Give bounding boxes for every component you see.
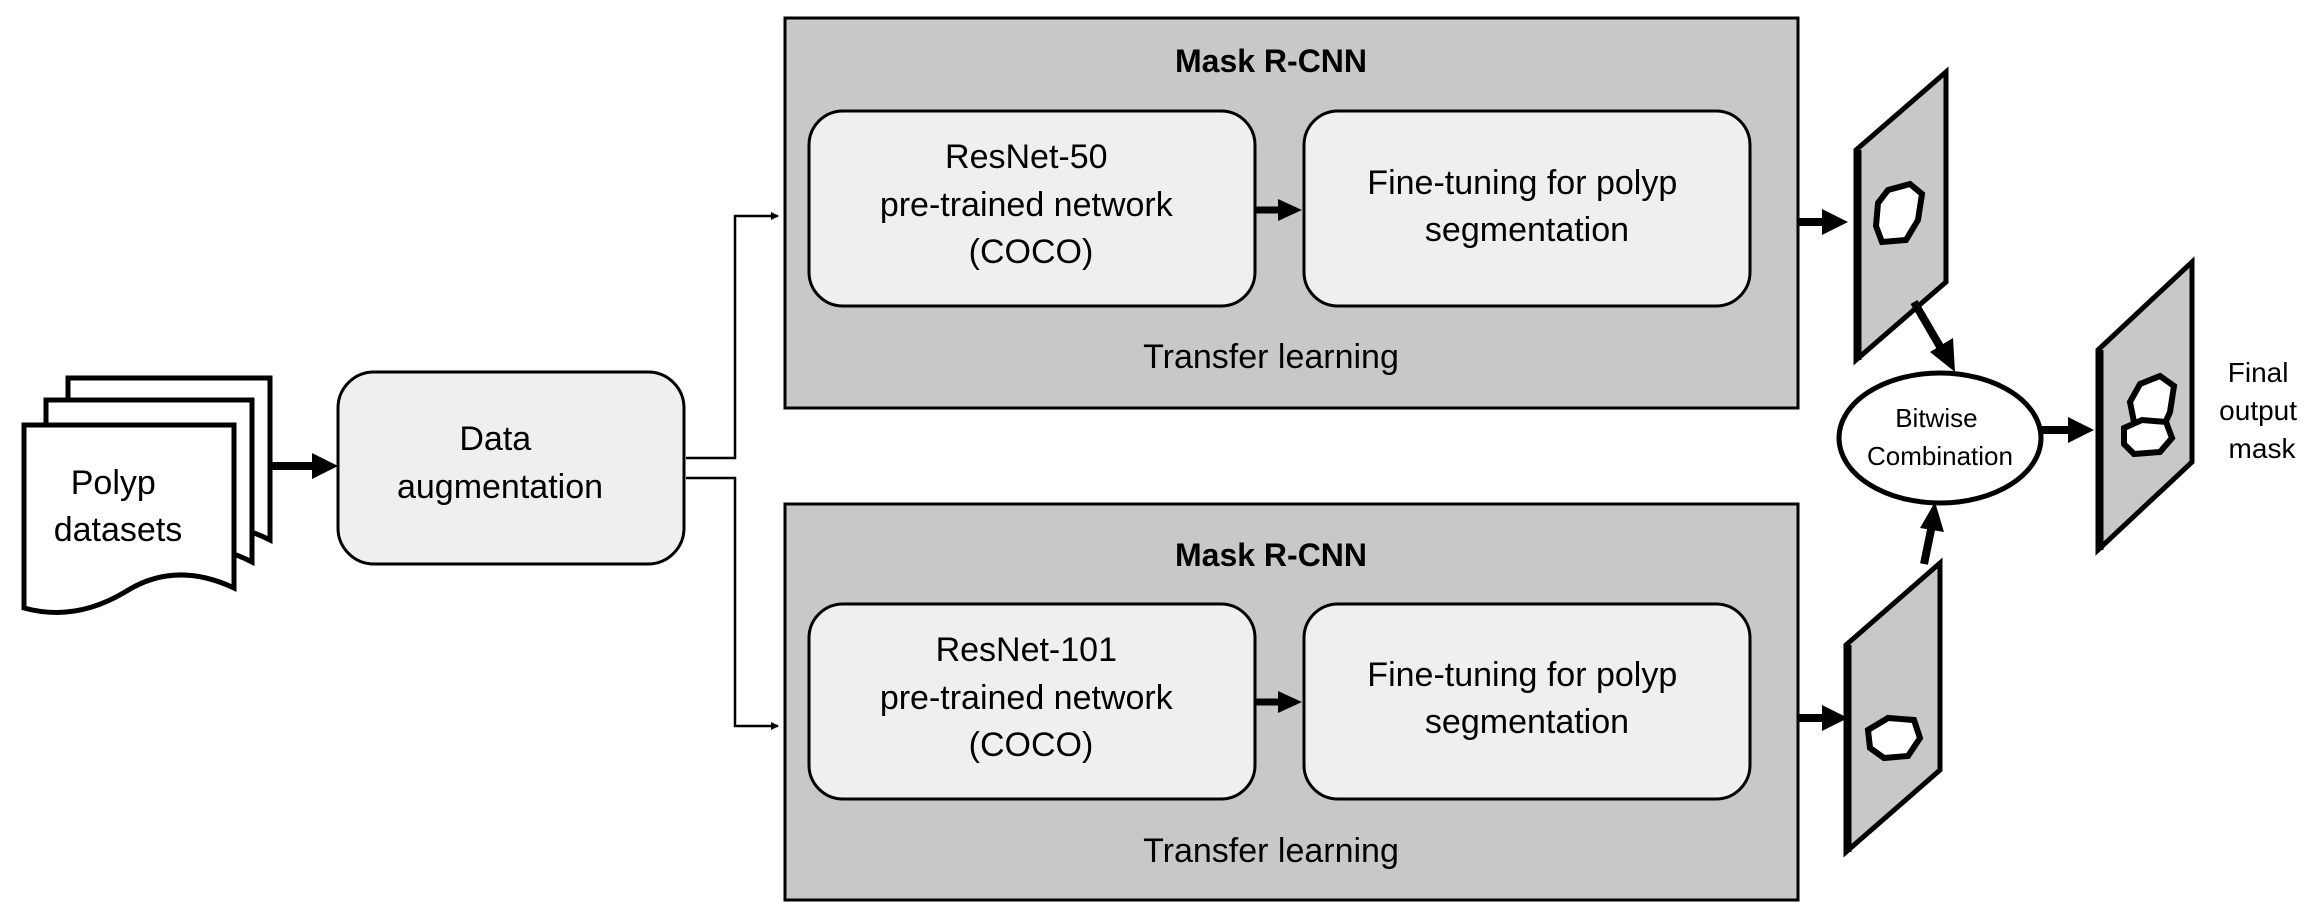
arrow-mask-top-to-combination	[1910, 299, 1955, 372]
finetune-label-line2: segmentation	[1425, 211, 1629, 249]
arrow-combination-to-final-mask	[2041, 417, 2094, 443]
arrow-branch-top-to-mask	[1798, 209, 1848, 235]
finetune-label-line1: Fine-tuning for polyp	[1367, 164, 1677, 202]
svg-text:Fine-tuning for polyp: Fine-tuning for polyp segmentation	[1367, 164, 1686, 249]
backbone-label-line2: pre-trained network	[880, 186, 1174, 224]
svg-text:ResNet-101 pre-trained: ResNet-101 pre-trained network (COCO)	[880, 631, 1182, 764]
mask-output-bottom-icon	[1843, 557, 1943, 858]
svg-text:Fine-tuning for polyp: Fine-tuning for polyp segmentation	[1367, 656, 1686, 741]
mask-output-top-icon	[1853, 66, 1949, 366]
finetune-label-line2: segmentation	[1425, 703, 1629, 741]
mask-rcnn-panel-resnet101: Mask R-CNN ResNet-101 pre-trained networ…	[783, 502, 1800, 902]
finetune-box-bottom: Fine-tuning for polyp segmentation	[1302, 602, 1752, 801]
transfer-learning-label: Transfer learning	[1143, 338, 1399, 376]
backbone-label-line3: (COCO)	[969, 726, 1094, 764]
svg-text:ResNet-50 pre-trained: ResNet-50 pre-trained network (COCO)	[880, 138, 1182, 271]
arrow-datasets-to-augmentation	[270, 453, 338, 479]
finetune-label-line1: Fine-tuning for polyp	[1367, 656, 1677, 694]
polyp-datasets-label-line1: Polyp	[71, 464, 156, 502]
transfer-learning-label: Transfer learning	[1143, 832, 1399, 870]
svg-text:Data augmentation: Data augmentation	[397, 420, 603, 506]
backbone-label-line1: ResNet-50	[945, 138, 1108, 176]
finetune-box-top: Fine-tuning for polyp segmentation	[1302, 109, 1752, 308]
bitwise-combination-label-line1: Bitwise	[1895, 403, 1977, 433]
arrow-augmentation-to-branch-bottom	[686, 476, 779, 730]
data-augmentation-box: Data augmentation	[336, 370, 686, 566]
final-output-label-line2: output	[2219, 395, 2297, 426]
final-output-label-line3: mask	[2229, 433, 2297, 464]
mask-rcnn-title: Mask R-CNN	[1175, 43, 1367, 79]
polyp-datasets-document-stack: Polyp datasets	[21, 375, 273, 615]
arrow-backbone-to-finetune-bottom	[1255, 691, 1302, 713]
bitwise-combination-label-line2: Combination	[1867, 441, 2013, 471]
arrow-branch-bottom-to-mask	[1798, 705, 1848, 731]
svg-text:Final output mask: Final output mask	[2219, 357, 2305, 464]
final-output-mask-icon	[2095, 256, 2195, 556]
mask-rcnn-panel-resnet50: Mask R-CNN ResNet-50 pre-trained network…	[783, 16, 1800, 410]
backbone-label-line2: pre-trained network	[880, 679, 1174, 717]
data-augmentation-label-line2: augmentation	[397, 468, 603, 506]
arrow-augmentation-to-branch-top	[686, 212, 779, 460]
mask-rcnn-title: Mask R-CNN	[1175, 537, 1367, 573]
backbone-label-line3: (COCO)	[969, 233, 1094, 271]
svg-text:Polyp datasets: Polyp datasets	[54, 464, 183, 549]
arrow-backbone-to-finetune-top	[1255, 199, 1302, 221]
backbone-label-line1: ResNet-101	[936, 631, 1117, 669]
resnet50-backbone-box: ResNet-50 pre-trained network (COCO)	[807, 109, 1257, 308]
resnet101-backbone-box: ResNet-101 pre-trained network (COCO)	[807, 602, 1257, 801]
svg-text:Bitwise Combination: Bitwise Combination	[1867, 403, 2013, 471]
bitwise-combination-node: Bitwise Combination	[1836, 370, 2044, 506]
data-augmentation-label-line1: Data	[459, 420, 531, 458]
final-output-label-line1: Final	[2228, 357, 2289, 388]
polyp-datasets-label-line2: datasets	[54, 511, 183, 549]
arrow-mask-bottom-to-combination	[1920, 502, 1944, 565]
